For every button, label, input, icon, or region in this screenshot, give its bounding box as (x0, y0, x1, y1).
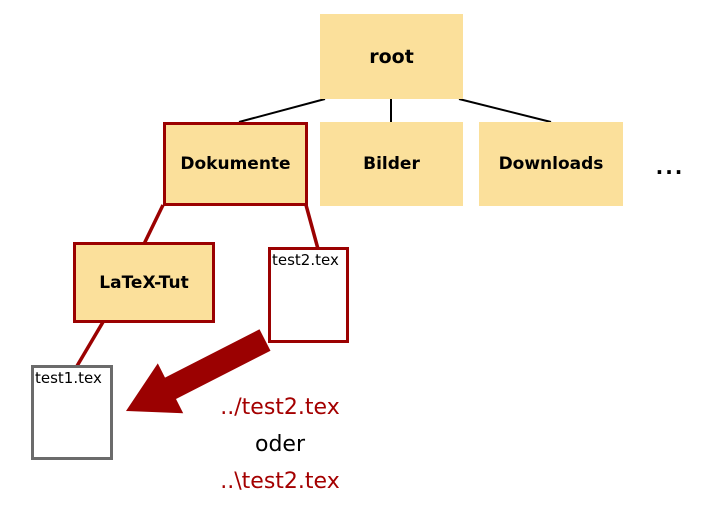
caption-windows-path: ..\test2.tex (220, 469, 340, 494)
edge-dokumente-latextut (142, 204, 165, 245)
edge-root-dokumente (238, 98, 326, 123)
more-folders-ellipsis: ... (655, 155, 685, 179)
node-downloads: Downloads (479, 122, 623, 206)
node-test1: test1.tex (31, 365, 113, 460)
node-latex-tut: LaTeX-Tut (73, 242, 215, 323)
node-root-label: root (369, 45, 414, 68)
node-root: root (320, 14, 463, 99)
edge-latextut-test1 (75, 321, 105, 367)
relative-path-caption: ../test2.tex oder ..\test2.tex (200, 389, 360, 500)
caption-unix-path: ../test2.tex (220, 395, 340, 420)
node-latex-tut-label: LaTeX-Tut (99, 272, 189, 293)
node-test2-label: test2.tex (272, 251, 339, 269)
node-test1-label: test1.tex (35, 369, 102, 387)
node-downloads-label: Downloads (498, 154, 604, 174)
node-test2: test2.tex (268, 247, 349, 343)
edge-root-downloads (458, 98, 552, 123)
node-bilder-label: Bilder (363, 154, 420, 174)
caption-oder-text: oder (254, 432, 305, 457)
node-dokumente-label: Dokumente (180, 154, 291, 174)
node-dokumente: Dokumente (163, 122, 308, 206)
edge-dokumente-test2 (304, 204, 320, 250)
node-bilder: Bilder (320, 122, 463, 206)
relative-path-arrow-icon (126, 329, 271, 414)
